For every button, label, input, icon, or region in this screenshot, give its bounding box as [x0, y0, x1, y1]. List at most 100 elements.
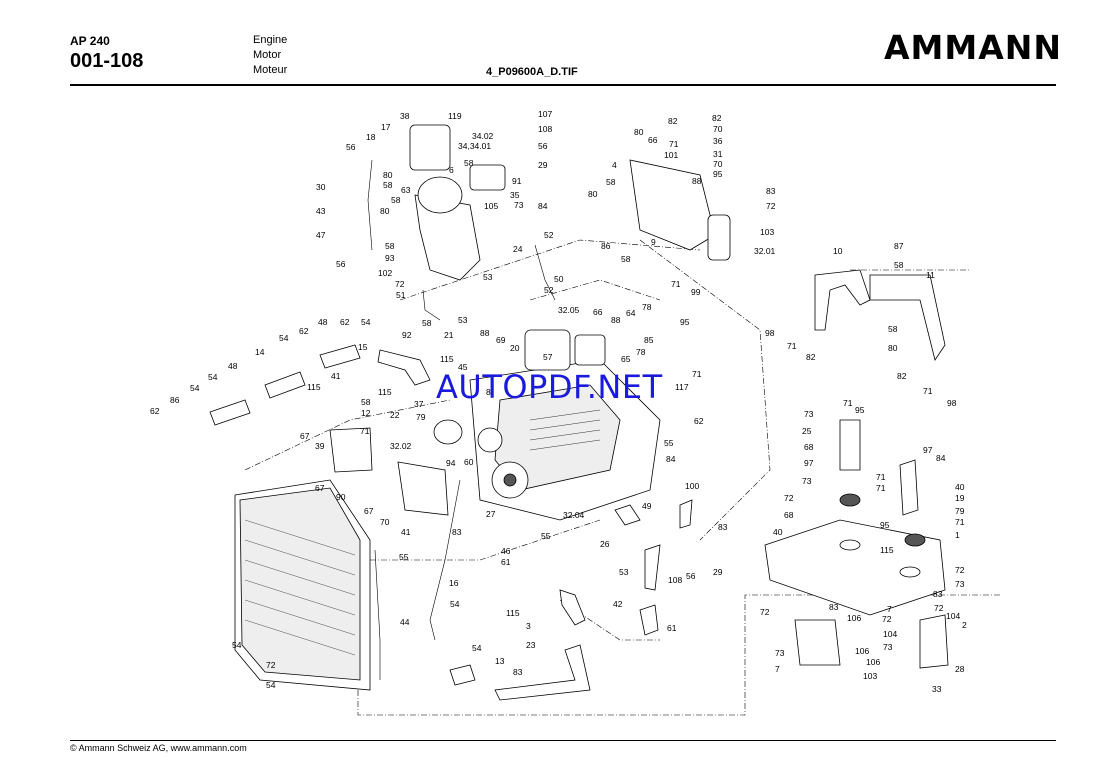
callout: 71	[669, 139, 679, 149]
callout: 31	[713, 149, 723, 159]
callout: 73	[775, 648, 785, 658]
footer-rule	[70, 740, 1056, 741]
callout: 58	[464, 158, 474, 168]
callout: 80	[588, 189, 598, 199]
callout: 24	[513, 244, 523, 254]
section-title-de: Motor	[253, 49, 282, 61]
callout: 54	[266, 680, 276, 690]
section-title: Engine Motor Moteur	[253, 33, 287, 78]
callout: 101	[664, 150, 678, 160]
callout: 80	[383, 170, 393, 180]
callout: 56	[336, 259, 346, 269]
callout: 45	[458, 362, 468, 372]
callout: 93	[385, 253, 395, 263]
callout: 78	[636, 347, 646, 357]
callout: 86	[170, 395, 180, 405]
callout: 52	[544, 285, 554, 295]
callout: 115	[378, 387, 392, 397]
callout: 106	[847, 613, 861, 623]
callout: 54	[450, 599, 460, 609]
callout: 12	[361, 408, 371, 418]
callout: 83	[452, 527, 462, 537]
section-title-en: Engine	[253, 34, 288, 46]
callout: 6	[449, 165, 454, 175]
callout: 78	[642, 302, 652, 312]
callout: 115	[307, 382, 321, 392]
callout: 58	[361, 397, 371, 407]
callout: 68	[784, 510, 794, 520]
callout: 4	[612, 160, 617, 170]
callout: 88	[480, 328, 490, 338]
callout: 87	[894, 241, 904, 251]
callout: 54	[472, 643, 482, 653]
callout: 71	[955, 517, 965, 527]
section-title-fr: Moteur	[253, 64, 288, 76]
callout: 67	[315, 483, 325, 493]
callout: 58	[606, 177, 616, 187]
callout: 46	[501, 546, 511, 556]
callout: 79	[955, 506, 965, 516]
callout: 53	[483, 272, 493, 282]
callout: 55	[664, 438, 674, 448]
callout: 71	[787, 341, 797, 351]
callout: 7	[887, 604, 892, 614]
callout: 90	[336, 492, 346, 502]
callout: 32.02	[390, 441, 412, 451]
callout: 41	[331, 371, 341, 381]
callout: 69	[496, 335, 506, 345]
callout: 68	[804, 442, 814, 452]
callout: 54	[361, 317, 371, 327]
callout: 58	[894, 260, 904, 270]
callout: 9	[651, 237, 656, 247]
callout: 98	[765, 328, 775, 338]
callout: 48	[318, 317, 328, 327]
callout: 11	[926, 270, 935, 280]
callout: 72	[266, 660, 276, 670]
callout: 35	[510, 190, 520, 200]
footer-copyright: © Ammann Schweiz AG, www.ammann.com	[70, 743, 247, 753]
callout: 7	[775, 664, 780, 674]
engine-mounts	[794, 419, 949, 669]
callout: 83	[718, 522, 728, 532]
callout: 104	[883, 629, 897, 639]
callout: 62	[150, 406, 160, 416]
callout: 29	[538, 160, 548, 170]
callout: 71	[843, 398, 853, 408]
callout: 85	[644, 335, 654, 345]
callout: 92	[402, 330, 412, 340]
callout: 70	[380, 517, 390, 527]
callout: 13	[495, 656, 505, 666]
callout: 119	[448, 111, 462, 121]
callout: 71	[923, 386, 933, 396]
callout: 71	[671, 279, 681, 289]
callout: 73	[955, 579, 965, 589]
callout: 70	[713, 159, 723, 169]
callout: 64	[626, 308, 636, 318]
callout: 58	[888, 324, 898, 334]
callout: 80	[634, 127, 644, 137]
callout: 26	[600, 539, 610, 549]
callout: 95	[880, 520, 890, 530]
callout: 49	[642, 501, 652, 511]
callout: 84	[666, 454, 676, 464]
callout: 99	[691, 287, 701, 297]
callout: 88	[611, 315, 621, 325]
callout: 80	[380, 206, 390, 216]
callout: 29	[713, 567, 723, 577]
callout: 10	[833, 246, 843, 256]
callout: 71	[876, 472, 886, 482]
callout: 32.04	[563, 510, 585, 520]
coolant-hoses	[209, 159, 693, 701]
callout: 70	[713, 124, 723, 134]
callout: 50	[554, 274, 564, 284]
callout: 91	[512, 176, 522, 186]
callout: 54	[208, 372, 218, 382]
callout: 54	[279, 333, 289, 343]
callout: 43	[316, 206, 326, 216]
callout: 83	[829, 602, 839, 612]
callout: 32.05	[558, 305, 580, 315]
callout: 117	[675, 382, 689, 392]
engine-block	[469, 329, 661, 521]
callout: 55	[399, 552, 409, 562]
model-name: AP 240	[70, 34, 110, 48]
